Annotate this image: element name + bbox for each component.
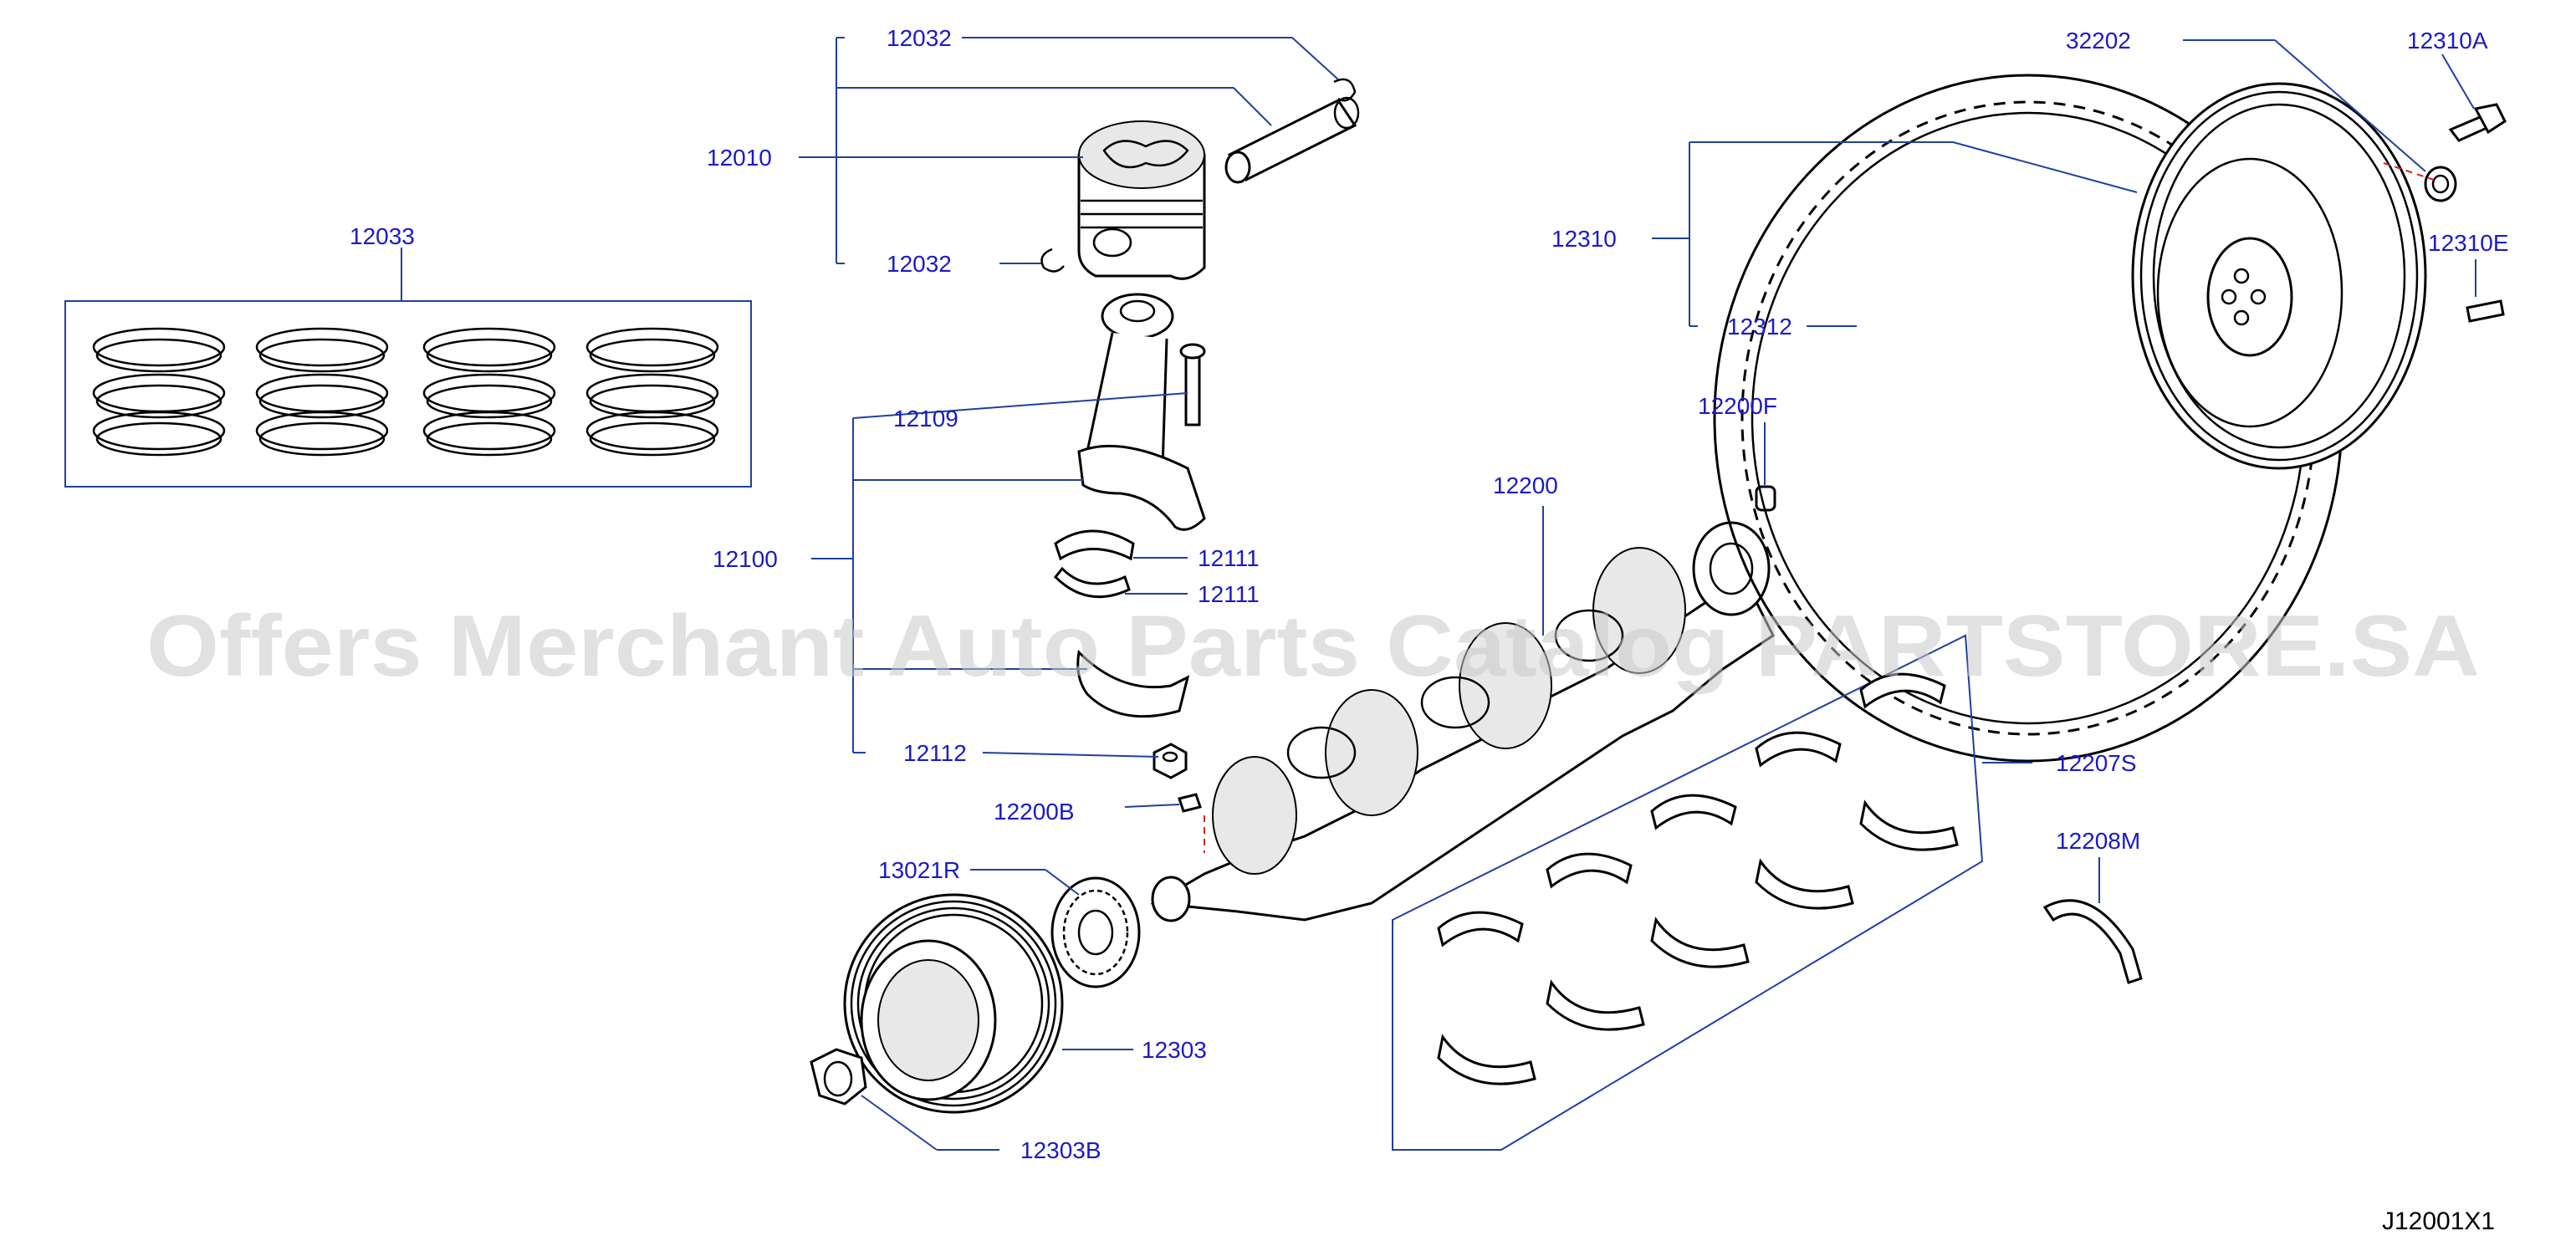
flywheel-bolt[interactable]: [2448, 103, 2507, 142]
piston-pin[interactable]: [1224, 96, 1360, 184]
label-12312[interactable]: 12312: [1727, 314, 1792, 340]
ring-stack-3: [422, 327, 556, 457]
bolt-alignment-line: [2383, 162, 2435, 181]
crankshaft-key[interactable]: [1178, 793, 1202, 813]
flywheel[interactable]: [2131, 82, 2427, 470]
label-12112[interactable]: 12112: [903, 740, 967, 766]
piston-pin-clip-upper[interactable]: [1333, 78, 1357, 102]
label-12010[interactable]: 12010: [707, 145, 772, 171]
connecting-rod-nut[interactable]: [1153, 743, 1188, 779]
crankshaft[interactable]: [1150, 521, 1775, 922]
label-12032-upper[interactable]: 12032: [887, 25, 952, 51]
label-12109[interactable]: 12109: [893, 406, 958, 432]
leader-lines: [799, 37, 2476, 1151]
label-12303[interactable]: 12303: [1142, 1037, 1207, 1063]
piston-ring-set[interactable]: [64, 300, 752, 488]
label-12111-upper[interactable]: 12111: [1198, 545, 1260, 571]
label-12100[interactable]: 12100: [713, 546, 778, 572]
connecting-rod-bolt[interactable]: [1179, 343, 1206, 426]
flywheel-dowel[interactable]: [2466, 299, 2505, 323]
pulley-bolt[interactable]: [810, 1048, 867, 1106]
label-12208M[interactable]: 12208M: [2056, 828, 2140, 854]
flywheel-spacer[interactable]: [2424, 166, 2457, 202]
label-13021R[interactable]: 13021R: [878, 857, 960, 883]
crankshaft-pulley[interactable]: [843, 893, 1064, 1114]
label-32202[interactable]: 32202: [2066, 28, 2131, 54]
label-12310A[interactable]: 12310A: [2407, 28, 2488, 54]
label-12200B[interactable]: 12200B: [994, 799, 1075, 825]
ring-stack-1: [92, 327, 226, 457]
connecting-rod-bearing-lower[interactable]: [1053, 566, 1131, 599]
thrust-washer[interactable]: [2042, 899, 2143, 984]
diagram-code: J12001X1: [2382, 1208, 2495, 1235]
watermark: Offers Merchant Auto Parts Catalog PARTS…: [146, 598, 2480, 695]
label-12032-lower[interactable]: 12032: [887, 251, 952, 277]
bearing-row-lower: [1437, 799, 1959, 1085]
label-12200F[interactable]: 12200F: [1698, 393, 1777, 419]
bearing-row-upper: [1437, 672, 1946, 947]
connecting-rod-cap[interactable]: [1076, 649, 1190, 718]
connecting-rod-bearing-upper[interactable]: [1054, 529, 1135, 561]
piston[interactable]: [1077, 120, 1206, 280]
part-labels: 12032 12010 12032 12033 12109 12100 1211…: [350, 25, 2509, 1163]
ring-stack-4: [585, 327, 719, 457]
ring-stack-2: [255, 327, 389, 457]
label-12310E[interactable]: 12310E: [2428, 230, 2509, 256]
crankshaft-sprocket[interactable]: [1050, 876, 1141, 988]
main-bearing-set[interactable]: [1392, 634, 1984, 1151]
piston-pin-clip-lower[interactable]: [1040, 248, 1065, 273]
label-12310[interactable]: 12310: [1551, 226, 1617, 252]
label-12200[interactable]: 12200: [1493, 472, 1558, 498]
label-12111-lower[interactable]: 12111: [1198, 581, 1260, 607]
label-12303B[interactable]: 12303B: [1020, 1137, 1101, 1163]
label-12207S[interactable]: 12207S: [2056, 750, 2137, 776]
connecting-rod[interactable]: [1077, 293, 1206, 531]
label-12033[interactable]: 12033: [350, 223, 415, 249]
